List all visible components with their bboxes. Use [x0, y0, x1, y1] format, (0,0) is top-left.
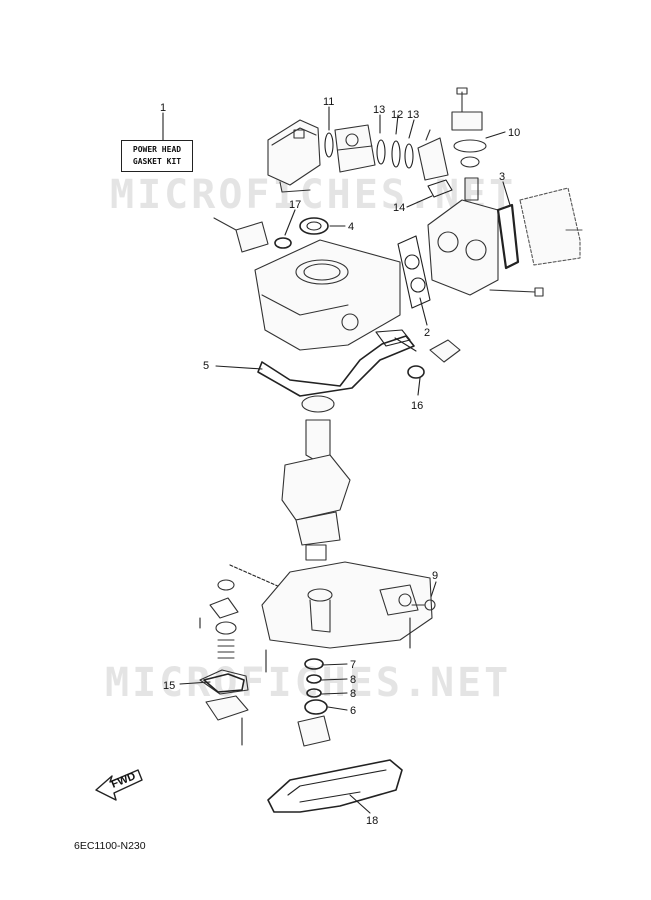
callout: 13: [373, 104, 385, 116]
lower-bearing-housing: [297, 715, 331, 747]
part-5-gasket-small: [375, 329, 411, 347]
diagram-code: 6EC1100-N230: [74, 840, 146, 852]
gasket-kit-label: POWER HEAD GASKET KIT: [121, 140, 193, 172]
callout: 8: [350, 674, 356, 686]
part-3-gasket: [496, 203, 520, 270]
intake-part: [417, 129, 449, 181]
callout: 12: [391, 109, 403, 121]
thermostat-part: [451, 87, 487, 201]
fwd-arrow-icon: [95, 769, 143, 801]
kit-label-line2: GASKET KIT: [132, 157, 182, 166]
part-6-oring: [304, 699, 328, 715]
callout: 9: [432, 570, 438, 582]
fwd-label: FWD: [110, 770, 138, 791]
part-9-plug: [411, 599, 436, 611]
part-16-oring: [407, 365, 425, 379]
part-12-gasket: [391, 140, 401, 168]
part-2-gasket: [397, 235, 431, 309]
part-8-seal-a: [306, 674, 322, 684]
callout: 13: [407, 109, 419, 121]
callout: 16: [411, 400, 423, 412]
callout: 8: [350, 688, 356, 700]
crankcase: [261, 561, 433, 649]
callout: 15: [163, 680, 175, 692]
leader-lines: [162, 106, 511, 814]
callout: 6: [350, 705, 356, 717]
cylinder-block: [254, 239, 401, 351]
head-cover-part: [267, 119, 321, 193]
part-17-oring: [274, 237, 292, 249]
fuel-pump: [213, 217, 269, 253]
callout: 18: [366, 815, 378, 827]
part-7-seal: [304, 658, 324, 670]
callout: 4: [348, 221, 354, 233]
part-13-gasket-b: [404, 143, 414, 169]
callout: 1: [160, 102, 166, 114]
kit-label-line1: POWER HEAD: [132, 145, 182, 154]
part-4-seal: [299, 217, 329, 235]
part-13-gasket-a: [376, 139, 386, 165]
part-8-seal-b: [306, 688, 322, 698]
part-5-gasket: [257, 335, 415, 397]
callout: 10: [508, 127, 520, 139]
callout: 14: [393, 202, 405, 214]
pump-components: [199, 579, 249, 721]
callout: 17: [289, 199, 301, 211]
carburetor-part: [334, 124, 376, 173]
callout: 3: [499, 171, 505, 183]
callout: 7: [350, 659, 356, 671]
oil-filler: [429, 339, 461, 363]
part-11-oring: [324, 132, 334, 158]
cylinder-head: [427, 199, 544, 297]
callout: 5: [203, 360, 209, 372]
crankshaft: [281, 395, 351, 561]
part-14-gasket: [427, 179, 453, 198]
callouts: 1 11 13 12 13 10 3 17 4 14 2 5 16 9 7 8 …: [160, 96, 520, 827]
rear-cover: [519, 187, 583, 266]
part-18-gasket: [267, 759, 403, 813]
callout: 11: [323, 96, 334, 108]
part-15-gasket: [203, 673, 245, 693]
callout: 2: [424, 327, 430, 339]
